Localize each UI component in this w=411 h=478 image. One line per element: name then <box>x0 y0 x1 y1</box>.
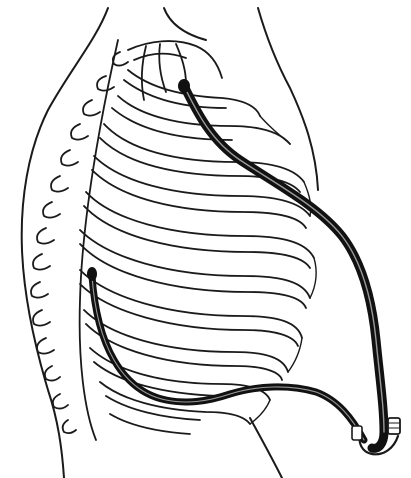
rib-11 <box>110 414 190 434</box>
costal-cartilage <box>250 116 316 424</box>
rib-6 <box>80 230 310 298</box>
tube-tip <box>178 79 190 93</box>
tube-main <box>184 86 384 448</box>
tube-connector-2 <box>352 426 362 440</box>
tube-branch-tip <box>87 267 97 281</box>
ribs <box>80 70 314 434</box>
tube-connector <box>388 418 400 434</box>
rib-7 <box>80 270 302 338</box>
rib-5 <box>86 192 314 258</box>
front-contour <box>258 8 318 190</box>
catheter-tube <box>87 79 400 454</box>
torso-outline <box>22 8 318 478</box>
neck-contour <box>164 8 206 40</box>
front-contour-lower <box>250 418 282 478</box>
